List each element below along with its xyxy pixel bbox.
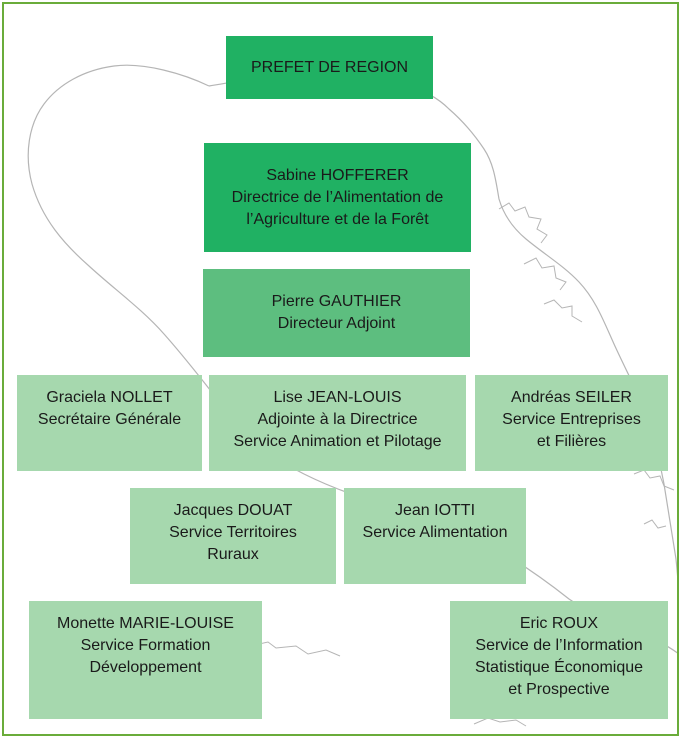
information-title-1: Service de l’Information xyxy=(475,637,643,654)
animation-name: Lise JEAN-LOUIS xyxy=(273,389,402,406)
information-title-2: Statistique Économique xyxy=(474,659,644,676)
territoires-title-1: Service Territoires xyxy=(169,524,297,541)
entreprises-title-1: Service Entreprises xyxy=(502,411,641,428)
information-box: Eric ROUX Service de l’Information Stati… xyxy=(450,601,668,719)
animation-title-1: Adjointe à la Directrice xyxy=(257,411,418,428)
secretaire-box: Graciela NOLLET Secrétaire Générale xyxy=(17,375,202,471)
formation-box: Monette MARIE-LOUISE Service Formation D… xyxy=(29,601,262,719)
entreprises-name: Andréas SEILER xyxy=(511,389,632,406)
entreprises-title-2: et Filières xyxy=(536,433,607,450)
directrice-title-2: l’Agriculture et de la Forêt xyxy=(246,210,429,228)
secretaire-title: Secrétaire Générale xyxy=(37,411,182,428)
adjoint-box: Pierre GAUTHIER Directeur Adjoint xyxy=(203,269,470,357)
territoires-title-2: Ruraux xyxy=(207,546,259,563)
formation-name: Monette MARIE-LOUISE xyxy=(57,615,234,632)
directrice-box: Sabine HOFFERER Directrice de l’Alimenta… xyxy=(204,143,471,252)
animation-title-2: Service Animation et Pilotage xyxy=(233,433,442,450)
animation-box: Lise JEAN-LOUIS Adjointe à la Directrice… xyxy=(209,375,466,471)
information-title-3: et Prospective xyxy=(508,681,610,698)
territoires-box: Jacques DOUAT Service Territoires Ruraux xyxy=(130,488,336,584)
adjoint-title: Directeur Adjoint xyxy=(277,315,396,332)
information-name: Eric ROUX xyxy=(519,615,599,632)
alimentation-name: Jean IOTTI xyxy=(394,502,476,519)
entreprises-box: Andréas SEILER Service Entreprises et Fi… xyxy=(475,375,668,471)
prefet-label: PREFET DE REGION xyxy=(250,58,409,76)
formation-title-2: Développement xyxy=(89,659,202,676)
alimentation-box: Jean IOTTI Service Alimentation xyxy=(344,488,526,584)
alimentation-title: Service Alimentation xyxy=(362,524,508,541)
prefet-box: PREFET DE REGION xyxy=(226,36,433,99)
territoires-name: Jacques DOUAT xyxy=(173,502,293,519)
adjoint-name: Pierre GAUTHIER xyxy=(271,293,402,310)
secretaire-name: Graciela NOLLET xyxy=(46,389,173,406)
formation-title-1: Service Formation xyxy=(80,637,211,654)
directrice-name: Sabine HOFFERER xyxy=(266,166,409,184)
directrice-title-1: Directrice de l’Alimentation de xyxy=(231,188,444,206)
